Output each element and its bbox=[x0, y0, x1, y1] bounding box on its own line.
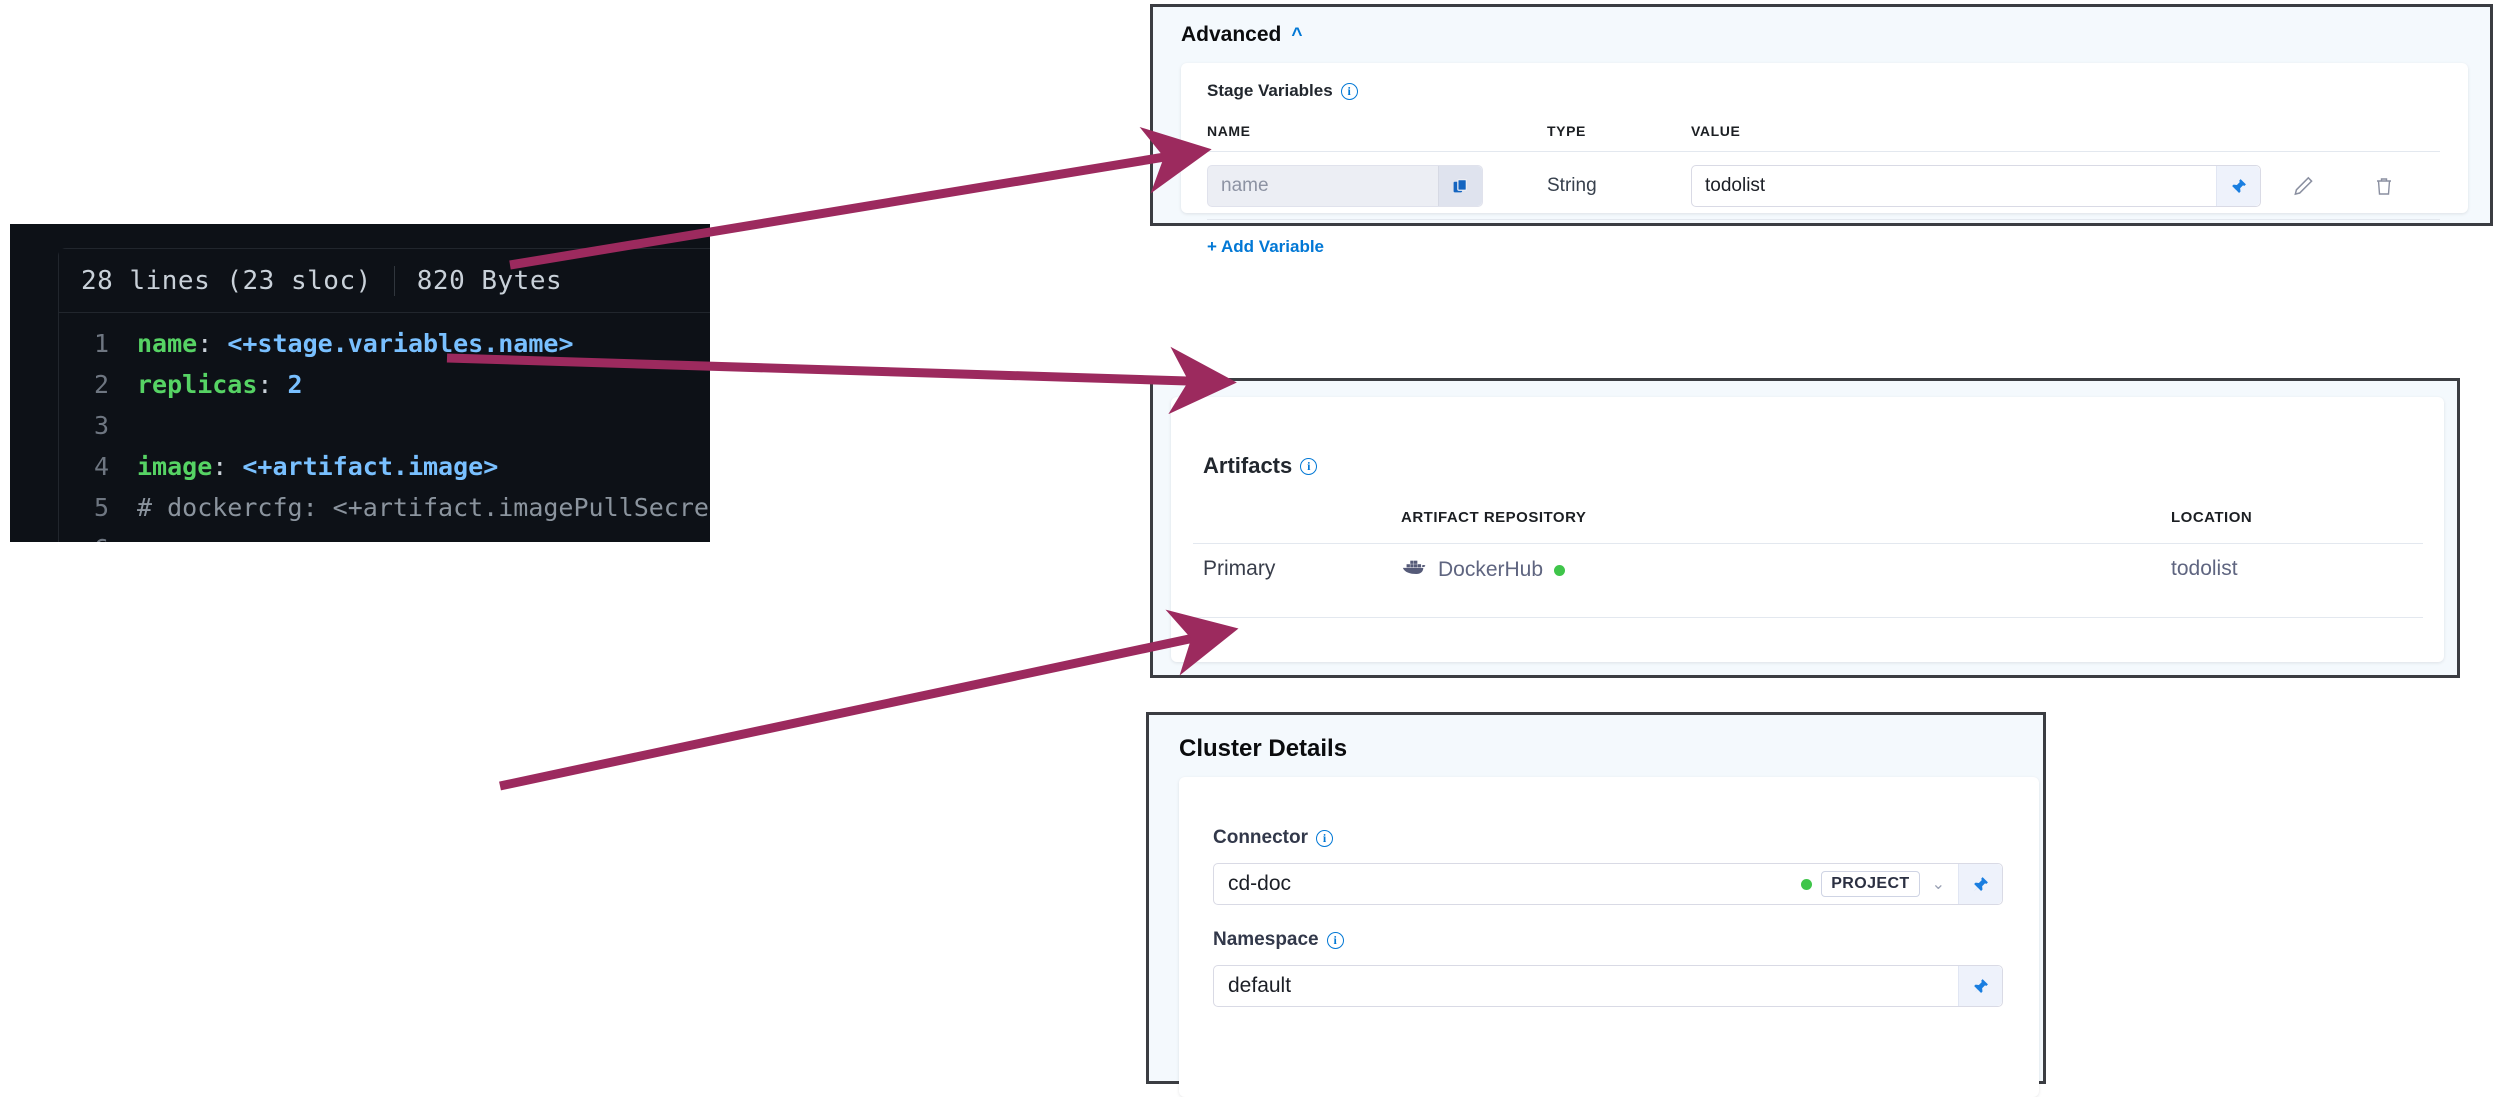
code-line-content: name: <+stage.variables.name> bbox=[137, 329, 574, 358]
code-line-number: 4 bbox=[93, 452, 109, 481]
code-line-number: 5 bbox=[93, 493, 109, 522]
table-divider bbox=[1193, 543, 2423, 544]
column-header-value: VALUE bbox=[1691, 123, 1741, 139]
column-header-name: NAME bbox=[1207, 123, 1251, 139]
artifact-repository-cell: DockerHub bbox=[1401, 557, 1566, 583]
code-line-content: # dockercfg: <+artifact.imagePullSecret> bbox=[137, 493, 710, 522]
info-icon[interactable]: i bbox=[1326, 931, 1344, 949]
code-line-content: replicas: 2 bbox=[137, 370, 303, 399]
row-divider bbox=[1193, 617, 2423, 618]
table-divider bbox=[1207, 151, 2440, 152]
advanced-section-panel: Advanced ^ Stage Variables i NAME TYPE V… bbox=[1150, 4, 2493, 256]
code-line-number: 3 bbox=[93, 411, 109, 440]
copy-icon[interactable] bbox=[1438, 166, 1482, 206]
row-divider bbox=[1207, 219, 2440, 220]
code-line: 5 # dockercfg: <+artifact.imagePullSecret… bbox=[59, 487, 710, 528]
code-file-size: 820 Bytes bbox=[416, 265, 563, 296]
info-icon[interactable]: i bbox=[1300, 457, 1318, 475]
code-line: 6 bbox=[59, 528, 710, 542]
edit-variable-button[interactable] bbox=[2287, 169, 2321, 203]
advanced-header[interactable]: Advanced ^ bbox=[1181, 23, 1302, 47]
pin-icon[interactable] bbox=[2216, 166, 2260, 206]
code-lines: 1 name: <+stage.variables.name> 2 replicas:… bbox=[59, 313, 710, 542]
code-line: 2 replicas: 2 bbox=[59, 364, 710, 405]
code-lines-count: 28 lines (23 sloc) bbox=[81, 265, 372, 296]
column-header-artifact-repository: ARTIFACT REPOSITORY bbox=[1401, 509, 1587, 526]
code-line: 3 bbox=[59, 405, 710, 446]
namespace-label: Namespace i bbox=[1213, 929, 1344, 951]
delete-variable-button[interactable] bbox=[2367, 169, 2401, 203]
connector-status-dot bbox=[1801, 878, 1813, 890]
artifact-repository-name[interactable]: DockerHub bbox=[1438, 558, 1544, 581]
code-viewer-panel: 28 lines (23 sloc) 820 Bytes 1 name: <+st… bbox=[10, 224, 710, 542]
connector-scope-tag: PROJECT bbox=[1821, 871, 1920, 897]
code-line: 1 name: <+stage.variables.name> bbox=[59, 323, 710, 364]
arrow-namespace-to-cluster-namespace bbox=[499, 609, 1239, 791]
pin-icon[interactable] bbox=[1958, 864, 2002, 904]
info-icon[interactable]: i bbox=[1316, 829, 1333, 847]
code-meta-divider bbox=[393, 265, 395, 296]
code-line: 4 image: <+artifact.image> bbox=[59, 446, 710, 487]
cluster-details-card: Connector i cd-doc PROJECT ⌄ Namespace i… bbox=[1179, 777, 2039, 1097]
connector-field[interactable]: cd-doc PROJECT ⌄ bbox=[1213, 863, 2003, 905]
code-line-content: image: <+artifact.image> bbox=[137, 452, 499, 481]
namespace-value[interactable]: default bbox=[1228, 974, 1292, 997]
info-icon[interactable]: i bbox=[1340, 82, 1358, 100]
cluster-namespace-field[interactable]: default bbox=[1213, 965, 2003, 1007]
advanced-title-label: Advanced bbox=[1181, 23, 1282, 46]
cluster-details-panel: Cluster Details Connector i cd-doc PROJE… bbox=[1146, 712, 2046, 1097]
stage-variable-value-input[interactable]: todolist bbox=[1705, 175, 1766, 196]
stage-variable-name-input[interactable]: name bbox=[1221, 175, 1269, 196]
status-dot bbox=[1554, 564, 1566, 576]
stage-variable-value-field[interactable]: todolist bbox=[1691, 165, 2261, 207]
column-header-location: LOCATION bbox=[2171, 509, 2253, 526]
cluster-details-title: Cluster Details bbox=[1179, 735, 1348, 762]
artifact-location: todolist bbox=[2171, 557, 2238, 580]
artifacts-label: Artifacts i bbox=[1203, 453, 1318, 479]
chevron-up-icon[interactable]: ^ bbox=[1291, 24, 1303, 46]
artifacts-section-panel: Artifacts i ARTIFACT REPOSITORY LOCATION… bbox=[1150, 378, 2460, 678]
stage-variables-label: Stage Variables i bbox=[1207, 81, 1358, 101]
stage-variable-type: String bbox=[1547, 175, 1597, 196]
code-card: 28 lines (23 sloc) 820 Bytes 1 name: <+st… bbox=[58, 248, 710, 542]
code-file-meta: 28 lines (23 sloc) 820 Bytes bbox=[59, 249, 710, 313]
connector-value[interactable]: cd-doc bbox=[1228, 872, 1292, 895]
pin-icon[interactable] bbox=[1958, 966, 2002, 1006]
connector-label: Connector i bbox=[1213, 827, 1333, 849]
artifact-kind: Primary bbox=[1203, 557, 1276, 580]
docker-whale-icon bbox=[1401, 557, 1427, 583]
code-line-number: 6 bbox=[59, 528, 137, 542]
code-line-number: 1 bbox=[93, 329, 109, 358]
stage-variables-card: Stage Variables i NAME TYPE VALUE name S… bbox=[1181, 63, 2468, 256]
artifacts-card: Artifacts i ARTIFACT REPOSITORY LOCATION… bbox=[1171, 397, 2444, 662]
column-header-type: TYPE bbox=[1547, 123, 1586, 139]
stage-variable-name-field[interactable]: name bbox=[1207, 165, 1483, 207]
chevron-down-icon[interactable]: ⌄ bbox=[1931, 876, 1945, 893]
add-variable-link[interactable]: + Add Variable bbox=[1207, 237, 1324, 256]
code-line-number: 2 bbox=[93, 370, 109, 399]
